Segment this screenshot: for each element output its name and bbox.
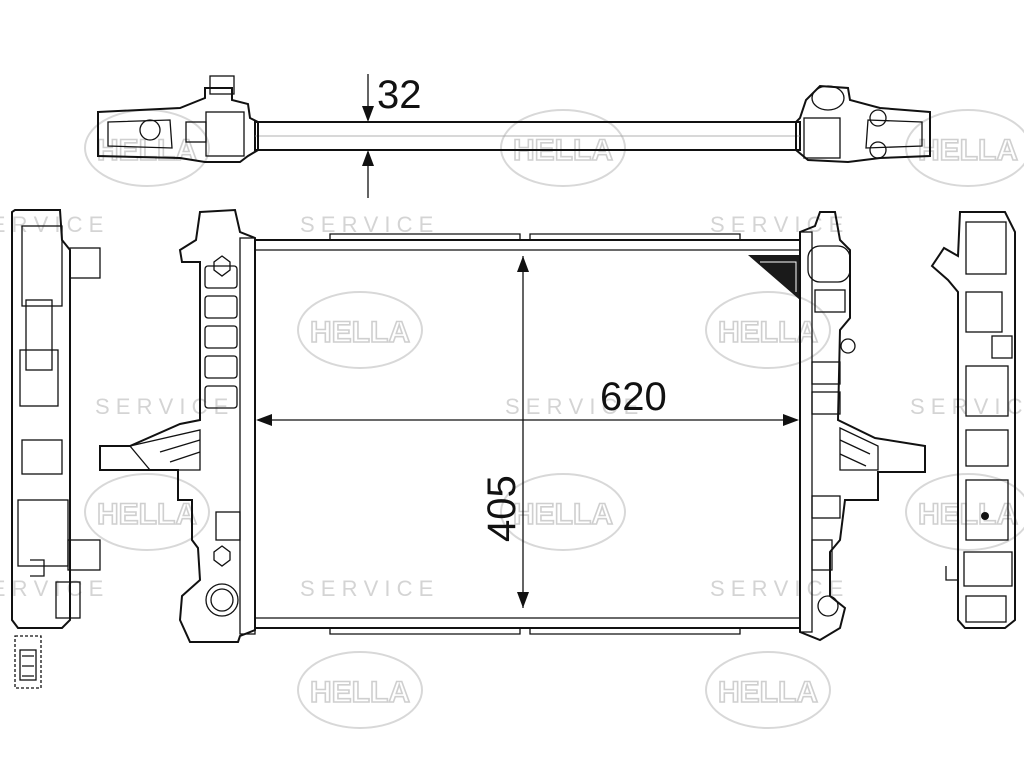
hella-watermark-logo: HELLA xyxy=(905,473,1024,551)
thickness-dimension-label: 32 xyxy=(377,73,422,117)
service-watermark-text: S E R V I C E xyxy=(0,576,103,601)
service-watermark-text: S E R V I C E xyxy=(910,394,1024,419)
service-watermark-text: S E R V I C E xyxy=(505,394,638,419)
hella-watermark-logo: HELLA xyxy=(705,651,831,729)
hella-watermark-text: HELLA xyxy=(718,316,818,349)
hella-watermark-text: HELLA xyxy=(310,676,410,709)
hella-watermark-text: HELLA xyxy=(718,676,818,709)
top-view: 32 xyxy=(97,73,931,198)
service-watermark-text: S E R V I C E xyxy=(300,576,433,601)
service-watermark-text: S E R V I C E xyxy=(710,576,843,601)
height-dimension-label: 405 xyxy=(480,475,524,542)
hella-watermark-logo: HELLA xyxy=(705,291,831,369)
hella-watermark-logo: HELLA xyxy=(84,473,210,551)
hella-watermark-logo: HELLA xyxy=(297,291,423,369)
hella-watermark-text: HELLA xyxy=(97,498,197,531)
left-side-view xyxy=(11,209,101,689)
hella-watermark-text: HELLA xyxy=(513,498,613,531)
hella-watermark-text: HELLA xyxy=(918,134,1018,167)
hella-watermark-text: HELLA xyxy=(918,498,1018,531)
hella-watermark-text: HELLA xyxy=(310,316,410,349)
hella-watermark-logo: HELLA xyxy=(500,473,626,551)
service-watermark-text: S E R V I C E xyxy=(95,394,228,419)
front-view: 620 405 xyxy=(99,208,926,643)
right-side-view xyxy=(930,211,1016,629)
hella-watermark-logo: HELLA xyxy=(297,651,423,729)
width-dimension-label: 620 xyxy=(600,375,667,419)
service-watermark-text: S E R V I C E xyxy=(710,212,843,237)
hella-watermark-logo: HELLA xyxy=(905,109,1024,187)
service-watermark-text: S E R V I C E xyxy=(300,212,433,237)
watermark-layer: HELLA HELLA HELLA HELLA HELLA HELLA HELL… xyxy=(0,109,1024,729)
service-watermark-text: S E R V I C E xyxy=(0,212,103,237)
